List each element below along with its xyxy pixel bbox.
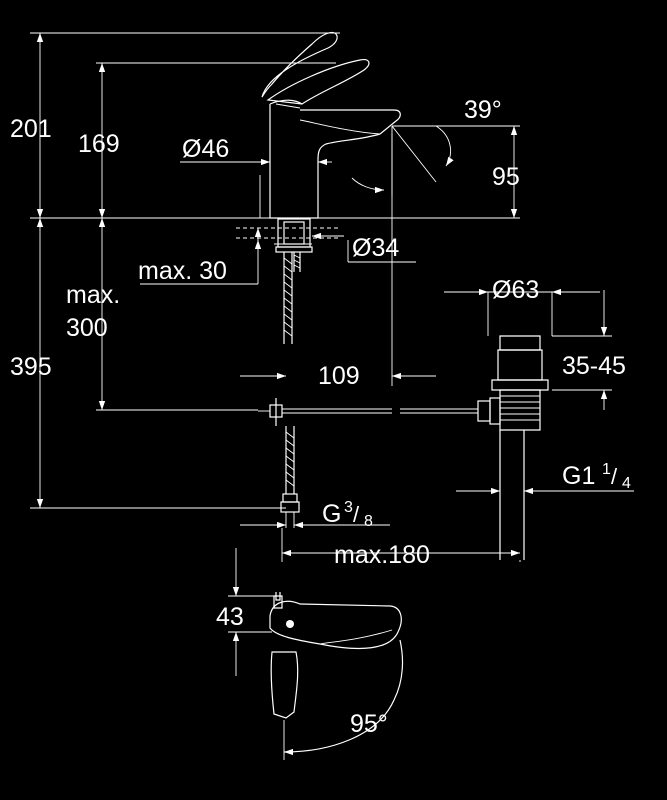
- label-waste-range: 35-45: [562, 352, 626, 380]
- svg-text:8: 8: [364, 513, 373, 530]
- label-rotation-angle: 95°: [350, 710, 388, 738]
- label-top-view-offset: 43: [216, 603, 244, 631]
- dimension-lines: [30, 32, 634, 760]
- svg-text:G1: G1: [562, 462, 595, 490]
- label-total-height: 201: [10, 115, 52, 143]
- svg-text:G: G: [322, 500, 341, 528]
- label-max-hose-word: max.: [66, 281, 120, 309]
- dimension-labels: 201 169 Ø46 39° 95 Ø34 max. 30 max. 300 …: [10, 96, 631, 738]
- label-spout-height: 169: [78, 130, 120, 158]
- label-waste-thread: G1 1 / 4: [562, 461, 631, 492]
- waste-assembly: [258, 292, 553, 560]
- label-spout-outlet-height: 95: [492, 163, 520, 191]
- label-hole-diameter: Ø34: [352, 234, 399, 262]
- label-max-deck-thickness: max. 30: [138, 257, 227, 285]
- label-waste-diameter: Ø63: [492, 276, 539, 304]
- label-max-hose-value: 300: [66, 314, 108, 342]
- label-lever-angle: 39°: [464, 96, 502, 124]
- svg-text:4: 4: [622, 475, 631, 492]
- faucet-top-view: [269, 592, 404, 756]
- tap-indicator: [286, 620, 294, 628]
- label-below-deck: 395: [10, 353, 52, 381]
- label-base-diameter: Ø46: [182, 135, 229, 163]
- label-supply-thread: G 3 / 8: [322, 499, 373, 530]
- label-max-width: max.180: [334, 541, 430, 569]
- svg-text:3: 3: [344, 499, 353, 516]
- svg-text:/: /: [611, 464, 618, 489]
- svg-text:/: /: [353, 502, 360, 527]
- faucet-side-view: [236, 31, 401, 528]
- svg-text:1: 1: [602, 461, 611, 478]
- label-spout-reach: 109: [318, 362, 360, 390]
